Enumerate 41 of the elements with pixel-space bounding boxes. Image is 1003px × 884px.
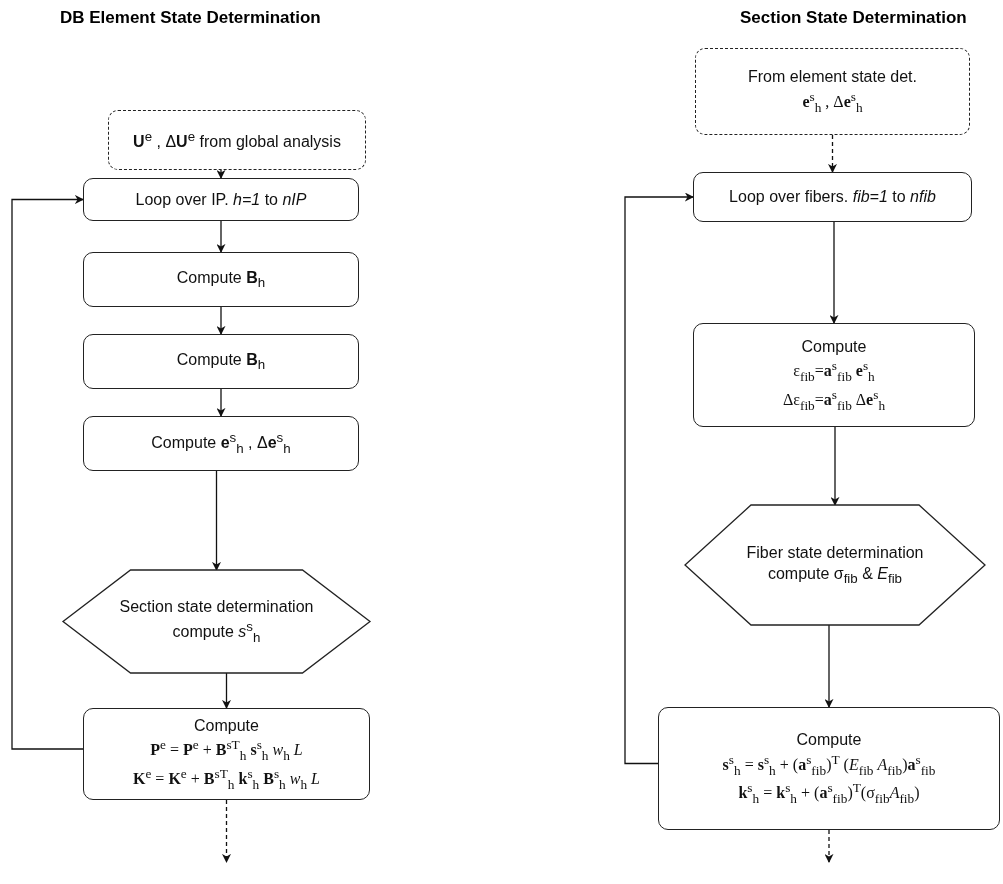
decision-hexagon xyxy=(63,570,370,673)
process-box xyxy=(83,252,359,307)
node-text: Loop over fibers. fib=1 to nfib xyxy=(729,187,936,208)
input-box xyxy=(108,110,366,170)
section-heading: Section State Determination xyxy=(740,8,967,28)
formula-text: P$^{e}$ = P$^{e}$ + B$^{sT}$$_{h}$ s$^{s}$$_{h}$ w$_{h}$ L xyxy=(150,736,303,765)
node-text: U$^{e}$ , ΔU$^{e}$ from global analysis xyxy=(133,127,341,152)
process-box xyxy=(83,178,359,221)
node-text: Compute B$_{h}$ xyxy=(176,267,266,293)
arrow xyxy=(624,192,694,765)
node-text: Compute B$_{h}$ xyxy=(176,349,266,375)
node-text: From element state det. xyxy=(748,67,917,88)
process-box xyxy=(693,172,972,222)
formula-text: k$^{s}$$_{h}$ = k$^{s}$$_{h}$ + (a$^{s}$$_{fib}$)$^{T}$(σ$_{fib}$A$_{fib}$) xyxy=(738,779,920,808)
arrow xyxy=(824,624,834,708)
arrow xyxy=(824,829,834,863)
node-text: Loop over IP. h=1 to nIP xyxy=(135,189,307,210)
node-text: Compute xyxy=(801,336,867,357)
diagram-title: DB Element State Determination xyxy=(60,8,321,28)
decision-hexagon xyxy=(685,505,985,625)
node-text: Fiber state determination compute σ$_{fib}$ & E$_{fib}$ xyxy=(745,542,925,589)
process-box xyxy=(83,416,359,471)
arrow xyxy=(828,134,837,173)
arrow xyxy=(216,306,226,335)
formula-text: K$^{e}$ = K$^{e}$ + B$^{sT}$$_{h}$ k$^{s}$$_{h}$ B$^{s}$$_{h}$ w$_{h}$ L xyxy=(132,764,320,794)
arrow xyxy=(222,799,231,863)
node-text: Compute xyxy=(796,730,862,751)
arrow xyxy=(216,388,226,417)
arrow xyxy=(11,195,84,750)
node-text: Compute xyxy=(194,715,259,736)
process-box xyxy=(658,707,1000,830)
arrow xyxy=(212,470,221,571)
process-box xyxy=(693,323,975,427)
process-box xyxy=(83,334,359,389)
arrow xyxy=(216,169,226,179)
arrow xyxy=(830,426,840,506)
process-box xyxy=(83,708,370,800)
arrow xyxy=(216,220,226,253)
input-box xyxy=(695,48,970,135)
arrow xyxy=(222,672,231,709)
arrow xyxy=(829,221,839,324)
